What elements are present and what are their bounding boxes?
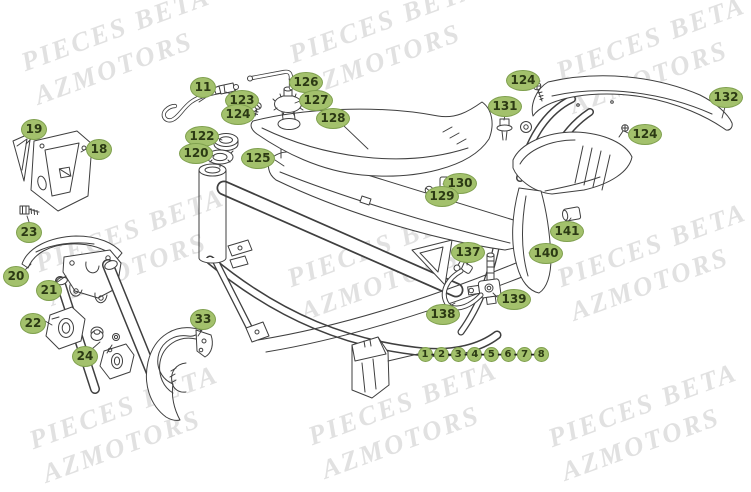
part-label-18[interactable]: 18: [86, 138, 112, 160]
part-label-138[interactable]: 138: [426, 303, 460, 325]
legend-item-8[interactable]: 8: [533, 346, 549, 362]
part-label-128[interactable]: 128: [316, 107, 350, 129]
breather-pipe-drawing: [247, 69, 294, 91]
part-label-23[interactable]: 23: [16, 221, 42, 243]
decal-kit-bag-drawing: [351, 336, 390, 399]
legend-item-1[interactable]: 1: [417, 346, 433, 362]
part-label-24[interactable]: 24: [72, 345, 98, 367]
part-label-124-3[interactable]: 124: [628, 123, 662, 145]
legend-item-6[interactable]: 6: [500, 346, 516, 362]
part-label-139[interactable]: 139: [497, 288, 531, 310]
diagram-canvas: [12, 69, 733, 421]
legend-separator: -: [497, 347, 503, 361]
legend-separator: -: [464, 345, 469, 363]
number-plate-drawing: [12, 130, 93, 215]
part-label-120[interactable]: 120: [179, 142, 213, 164]
part-label-125[interactable]: 125: [241, 147, 275, 169]
part-label-132[interactable]: 132: [709, 86, 743, 108]
part-label-33[interactable]: 33: [190, 308, 216, 330]
part-label-137[interactable]: 137: [451, 241, 485, 263]
legend-separator: -: [447, 347, 453, 361]
part-label-19[interactable]: 19: [21, 118, 47, 140]
legend-separator: -: [431, 345, 436, 363]
disc-guard-drawing: [145, 327, 213, 421]
legend-separator: -: [514, 345, 519, 363]
steering-bearings-drawing: [206, 133, 239, 168]
rear-fender-drawing: [531, 75, 733, 131]
part-label-129[interactable]: 129: [425, 185, 459, 207]
frame-drawing: [198, 163, 523, 357]
part-label-124[interactable]: 124: [221, 103, 255, 125]
part-label-140[interactable]: 140: [529, 242, 563, 264]
legend-item-7[interactable]: 7: [517, 346, 533, 362]
part-label-131[interactable]: 131: [488, 95, 522, 117]
part-label-20[interactable]: 20: [3, 265, 29, 287]
part-label-141[interactable]: 141: [550, 220, 584, 242]
part-label-127[interactable]: 127: [299, 89, 333, 111]
side-panel-drawing: [512, 131, 633, 294]
part-label-22[interactable]: 22: [20, 312, 46, 334]
part-label-124-2[interactable]: 124: [506, 69, 540, 91]
legend-separator: -: [530, 347, 536, 361]
legend-separator: -: [481, 345, 486, 363]
part-label-11[interactable]: 11: [190, 76, 216, 98]
part-label-21[interactable]: 21: [36, 279, 62, 301]
legend-item-4[interactable]: 4: [467, 346, 483, 362]
legend-item-5[interactable]: 5: [483, 346, 499, 362]
legend-item-3[interactable]: 3: [450, 346, 466, 362]
legend-item-2[interactable]: 2: [434, 346, 450, 362]
seat-drawing: [250, 101, 493, 177]
